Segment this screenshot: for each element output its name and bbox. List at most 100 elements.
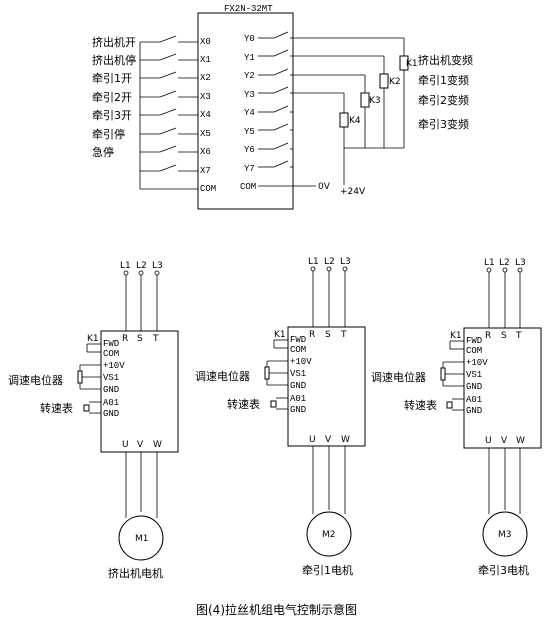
k1-label: K1 <box>87 334 99 344</box>
plc-output-y7: Y7 <box>244 164 255 174</box>
input-label-traction3-start: 牵引3开 <box>92 108 132 122</box>
term-u: U <box>309 435 316 445</box>
input-label-extruder-stop: 挤出机停 <box>92 53 136 67</box>
relay-coil-k2 <box>379 73 389 89</box>
plc-section: FX2N-32MT X0 X1 X2 X3 X4 X5 X6 X7 COM Y0… <box>92 4 473 210</box>
plc-output-y5: Y5 <box>244 127 255 137</box>
term-10v: +10V <box>290 357 312 367</box>
plc-input-x4: X4 <box>200 110 211 120</box>
term-s: S <box>501 331 507 341</box>
pot-label: 调速电位器 <box>8 373 63 387</box>
plc-input-x6: X6 <box>200 147 211 157</box>
supply-l3: L3 <box>152 261 163 271</box>
vfd-box <box>463 327 542 449</box>
motor-m3-id: M3 <box>498 530 512 540</box>
relay-function-traction1-vfd: 牵引1变频 <box>418 73 469 87</box>
input-label-emergency-stop: 急停 <box>92 145 114 159</box>
term-v: V <box>501 436 508 446</box>
input-label-traction1-start: 牵引1开 <box>92 71 132 85</box>
plc-input-x5: X5 <box>200 129 211 139</box>
meter-label: 转速表 <box>404 398 437 412</box>
term-r: R <box>309 330 315 340</box>
supply-l2: L2 <box>136 261 147 271</box>
term-gnd: GND <box>466 382 482 392</box>
plus-24v-label: +24V <box>340 187 366 197</box>
motor-m2-id: M2 <box>322 530 336 540</box>
plc-input-com: COM <box>200 184 216 194</box>
plc-input-x0: X0 <box>200 37 211 47</box>
input-label-traction2-start: 牵引2开 <box>92 90 132 104</box>
term-com: COM <box>290 345 306 355</box>
plc-model: FX2N-32MT <box>224 4 273 14</box>
input-label-extruder-start: 挤出机开 <box>92 35 136 49</box>
relay-coil-k3 <box>360 92 370 108</box>
term-a01: A01 <box>290 394 306 404</box>
term-fwd: FWD <box>103 339 119 349</box>
term-s: S <box>137 334 143 344</box>
relay-label-k3: K3 <box>369 96 381 106</box>
plc-output-com: COM <box>240 182 256 192</box>
input-label-traction-stop: 牵引停 <box>92 127 125 141</box>
drive-3: L1 L2 L3 R S T K1 FWD COM +10V VS1 GND A… <box>371 258 542 577</box>
supply-l2: L2 <box>499 258 510 268</box>
term-w: W <box>153 440 162 450</box>
plc-input-x7: X7 <box>200 166 211 176</box>
term-gnd2: GND <box>290 405 306 415</box>
supply-l3: L3 <box>515 258 526 268</box>
plc-input-x1: X1 <box>200 55 211 65</box>
drive-2: L1 L2 L3 R S T K1 FWD COM +10V VS1 GND A… <box>195 257 366 577</box>
plc-output-y4: Y4 <box>244 108 255 118</box>
term-gnd2: GND <box>103 409 119 419</box>
k1-label: K1 <box>274 330 286 340</box>
plc-output-y3: Y3 <box>244 90 255 100</box>
term-fwd: FWD <box>290 335 306 345</box>
term-t: T <box>340 330 347 340</box>
relay-label-k2: K2 <box>389 77 401 87</box>
pot-symbol <box>440 367 446 381</box>
relay-function-extruder-vfd: 挤出机变频 <box>418 53 473 67</box>
pot-symbol <box>77 370 83 384</box>
term-10v: +10V <box>466 358 488 368</box>
term-s: S <box>325 330 331 340</box>
supply-l1: L1 <box>308 257 319 267</box>
term-vs1: VS1 <box>290 369 306 379</box>
input-switch-wiring <box>139 35 198 190</box>
vfd-box <box>100 330 179 453</box>
relay-label-k4: K4 <box>349 116 361 126</box>
k1-label: K1 <box>450 331 462 341</box>
plc-input-x3: X3 <box>200 92 211 102</box>
term-r: R <box>122 334 128 344</box>
supply-l1: L1 <box>484 258 495 268</box>
term-vs1: VS1 <box>466 370 482 380</box>
meter-symbol <box>446 401 453 409</box>
term-vs1: VS1 <box>103 373 119 383</box>
meter-label: 转速表 <box>40 401 73 415</box>
motor-m1-id: M1 <box>135 534 149 544</box>
plc-input-x2: X2 <box>200 73 211 83</box>
motor-m3-label: 牵引3电机 <box>478 563 529 577</box>
term-t: T <box>152 334 159 344</box>
meter-symbol <box>270 400 277 408</box>
motor-m2-label: 牵引1电机 <box>302 563 353 577</box>
term-v: V <box>137 440 144 450</box>
term-fwd: FWD <box>466 336 482 346</box>
drive-1: L1 L2 L3 R S T K1 FWD COM +10V VS1 GND A… <box>8 261 179 580</box>
plc-output-y1: Y1 <box>244 53 255 63</box>
meter-symbol <box>83 404 90 412</box>
output-contact-wiring <box>258 31 409 187</box>
term-w: W <box>341 435 350 445</box>
motor-m1-label: 挤出机电机 <box>108 566 163 580</box>
zero-volt-label: 0V <box>318 182 331 192</box>
meter-label: 转速表 <box>227 397 260 411</box>
term-r: R <box>485 331 491 341</box>
term-gnd2: GND <box>466 406 482 416</box>
term-a01: A01 <box>103 398 119 408</box>
term-gnd: GND <box>103 385 119 395</box>
relay-function-traction3-vfd: 牵引3变频 <box>418 117 469 131</box>
term-com: COM <box>103 349 119 359</box>
motor-m3 <box>482 511 528 557</box>
relay-function-traction2-vfd: 牵引2变频 <box>418 93 469 107</box>
motor-m1 <box>118 515 164 561</box>
relay-label-k1: K1 <box>406 59 418 69</box>
